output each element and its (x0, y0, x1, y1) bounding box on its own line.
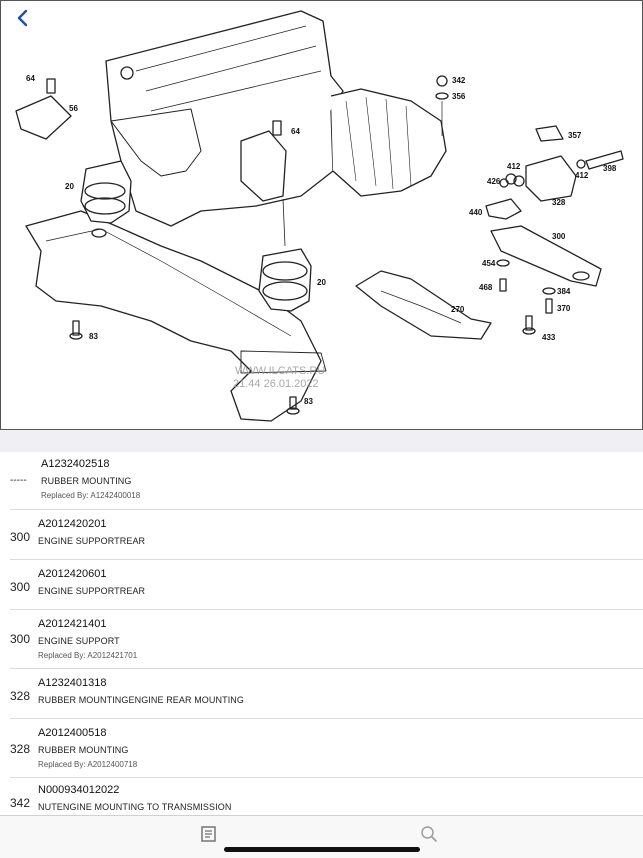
callout-label: 468 (479, 283, 493, 292)
part-number: A1232402518 (41, 458, 110, 470)
watermark-text: WWW.ILCATS.RU (235, 365, 325, 377)
bracket-56 (15, 95, 72, 140)
part-position: 342 (10, 796, 31, 810)
callout-label: 20 (65, 182, 74, 191)
callout-label: 433 (542, 333, 556, 342)
part-name: NUTENGINE MOUNTING TO TRANSMISSION (38, 802, 232, 812)
engine-mount-left (80, 160, 132, 224)
callout-label: 412 (575, 171, 589, 180)
list-item[interactable]: 342 N000934012022 NUTENGINE MOUNTING TO … (0, 778, 643, 818)
list-item[interactable]: 328 A2012400518 RUBBER MOUNTING Replaced… (0, 719, 643, 778)
transmission-mount-270 (355, 270, 492, 340)
callout-label: 426 (487, 177, 501, 186)
divider (10, 777, 643, 778)
front-crossmember (25, 210, 322, 422)
part-name: ENGINE SUPPORTREAR (38, 536, 146, 546)
list-item[interactable]: 300 A2012420601 ENGINE SUPPORTREAR (0, 560, 643, 610)
divider (10, 718, 643, 719)
parts-diagram: 64 56 20 83 64 20 83 342 356 357 398 412… (0, 0, 643, 430)
rear-support-300 (490, 225, 602, 287)
part-name: RUBBER MOUNTINGENGINE REAR MOUNTING (38, 695, 245, 705)
list-item[interactable]: 328 A1232401318 RUBBER MOUNTINGENGINE RE… (0, 669, 643, 719)
part-number: A2012420601 (38, 568, 107, 580)
catalog-icon (201, 826, 216, 842)
callout-label: 412 (507, 162, 521, 171)
part-number: A2012421401 (38, 618, 107, 630)
search-icon (421, 826, 437, 842)
engine-block (105, 10, 344, 227)
callout-label: 20 (317, 278, 326, 287)
part-number: A2012420201 (38, 518, 107, 530)
part-position: 300 (10, 580, 31, 594)
callout-label: 64 (291, 127, 300, 136)
watermark-text: 21.44 26.01.2022 (233, 378, 319, 390)
callout-label: 398 (603, 164, 617, 173)
callout-label: 454 (482, 259, 496, 268)
part-position: 300 (10, 632, 31, 646)
callout-label: 342 (452, 76, 466, 85)
part-replaced-by: Replaced By: A1242400018 (41, 491, 141, 500)
callout-label: 328 (552, 198, 566, 207)
part-name: ENGINE SUPPORTREAR (38, 586, 146, 596)
part-position: 328 (10, 742, 31, 756)
part-name: RUBBER MOUNTING (41, 476, 132, 486)
back-button[interactable] (9, 5, 37, 31)
divider (10, 609, 643, 610)
callout-label: 83 (89, 332, 98, 341)
search-tab[interactable] (420, 825, 438, 843)
callout-label: 440 (469, 208, 483, 217)
list-item[interactable]: ----- A1232402518 RUBBER MOUNTING Replac… (0, 452, 643, 510)
divider (10, 509, 643, 510)
part-position: ----- (10, 475, 27, 486)
part-replaced-by: Replaced By: A2012421701 (38, 651, 138, 660)
part-number: A1232401318 (38, 677, 107, 689)
divider (10, 668, 643, 669)
callout-label: 56 (69, 104, 78, 113)
transmission (330, 88, 447, 197)
part-number: N000934012022 (38, 784, 120, 796)
callout-label: 357 (568, 131, 582, 140)
section-separator (0, 430, 643, 452)
divider (10, 559, 643, 560)
part-position: 328 (10, 689, 31, 703)
part-name: RUBBER MOUNTING (38, 745, 129, 755)
callout-label: 384 (557, 287, 571, 296)
catalog-tab[interactable] (200, 825, 218, 843)
callout-label: 370 (557, 304, 571, 313)
list-item[interactable]: 300 A2012421401 ENGINE SUPPORT Replaced … (0, 610, 643, 669)
home-indicator (224, 847, 420, 852)
callout-label: 270 (451, 305, 465, 314)
callout-label: 64 (26, 74, 35, 83)
part-replaced-by: Replaced By: A2012400718 (38, 760, 138, 769)
list-item[interactable]: 300 A2012420201 ENGINE SUPPORTREAR (0, 510, 643, 560)
rubber-mount-328 (525, 155, 577, 202)
exploded-view-drawing: 64 56 20 83 64 20 83 342 356 357 398 412… (15, 10, 624, 422)
callout-label: 300 (552, 232, 566, 241)
part-number: A2012400518 (38, 727, 107, 739)
callout-label: 356 (452, 92, 466, 101)
part-name: ENGINE SUPPORT (38, 636, 120, 646)
chevron-left-icon (17, 9, 28, 27)
callout-label: 83 (304, 397, 313, 406)
part-position: 300 (10, 530, 31, 544)
